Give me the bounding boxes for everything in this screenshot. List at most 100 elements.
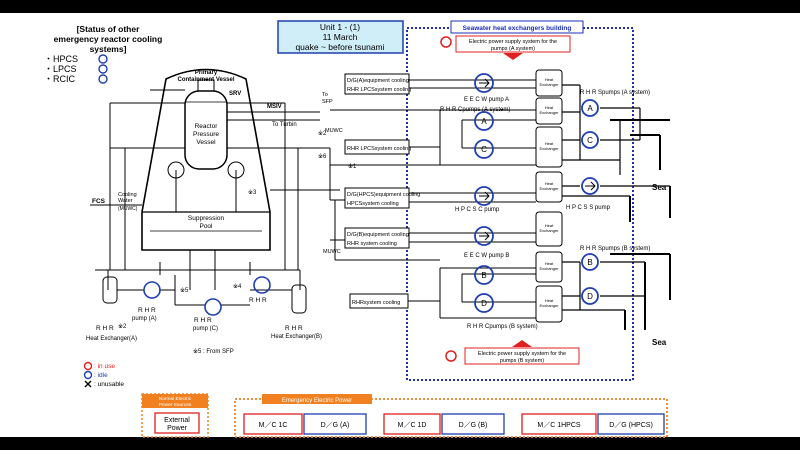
munc-label-top: MUWC	[325, 128, 343, 134]
eecw-a-label: E E C W pump A	[464, 97, 509, 103]
to-turbine-label: To Turbin	[272, 122, 297, 128]
hx-labels: Heat Exchanger Heat Exchanger Heat Excha…	[539, 77, 559, 308]
hpcss-label: H P C S S pump	[566, 205, 611, 211]
dg-hpcs-line2: HPCSsystem cooling	[347, 201, 399, 207]
rhrs-d-idle-icon	[581, 287, 599, 305]
rhrs-a-label: R H R Spumps (A system)	[580, 90, 650, 96]
status-lpcs: ・LPCS	[44, 64, 77, 74]
top-letterbox	[0, 0, 800, 13]
rhr-system-box: RHRsystem cooling	[352, 300, 400, 306]
note-2: ※2	[318, 130, 327, 137]
rhr-pump-a-idle-icon	[143, 281, 161, 299]
sea-label-bottom: Sea	[652, 338, 667, 347]
sea-pump-c-letter: C	[587, 136, 593, 145]
rpv-label-1: Reactor	[195, 123, 219, 130]
status-rcic: ・RCIC	[44, 74, 75, 84]
status-title-3: systems]	[90, 44, 127, 54]
hx3-l1: Heat	[545, 141, 554, 146]
msiv-label: MSIV	[267, 104, 282, 110]
legend-idle-icon	[83, 370, 93, 380]
rhr-hx-a-2: Heat Exchanger(A)	[86, 336, 137, 342]
supply-a-in-use-icon	[440, 36, 452, 48]
rcic-idle-icon	[98, 74, 108, 84]
heat-exchangers	[535, 69, 563, 323]
hx6-l2: Exchanger	[539, 266, 559, 271]
sp-label-2: Pool	[199, 223, 213, 230]
dg-a: D／G (A)	[321, 421, 350, 429]
note-4: ※4	[233, 283, 242, 290]
dg-a-line2: RHR LPCSsystem cooling	[347, 87, 411, 93]
bottom-letterbox	[0, 437, 800, 450]
note-1: ※1	[348, 163, 357, 170]
hpcsc-label: H P C S C pump	[455, 207, 500, 213]
supply-b-line1: Electric power supply system for the	[478, 351, 566, 357]
legend-in-use-icon	[83, 361, 93, 371]
seawater-building: Seawater heat exchangers building Electr…	[406, 20, 634, 381]
rhr-hx-b-2: Heat Exchanger(B)	[271, 334, 322, 340]
to-sfp-2: SFP	[322, 99, 333, 105]
pcv-label-1: Primary	[195, 70, 218, 76]
building-label: Seawater heat exchangers building	[463, 25, 572, 32]
eecw-a-idle-icon	[474, 73, 494, 93]
eecw-b-label: E E C W pump B	[464, 253, 509, 259]
hpcs-idle-icon	[98, 54, 108, 64]
hx5-l1: Heat	[545, 223, 554, 228]
eecw-b-arrow-icon	[479, 231, 490, 241]
to-sfp-1: To	[322, 92, 328, 98]
hx4-l1: Heat	[545, 181, 554, 186]
eecw-a-arrow-icon	[479, 78, 490, 88]
hx7-l1: Heat	[545, 298, 554, 303]
title-unit: Unit 1 - (1)	[320, 22, 360, 32]
legend-unusable-icon	[84, 380, 92, 388]
legend-idle: : idle	[94, 372, 108, 379]
external-power-1: External	[164, 417, 190, 424]
note-6: ※6	[318, 153, 327, 160]
rhr-left	[102, 275, 307, 314]
sea-pump-a-letter: A	[587, 104, 593, 113]
rhr-hx-a-note: ※2	[118, 323, 127, 330]
normal-power-2: Power Sources	[159, 402, 192, 408]
status-hpcs: ・HPCS	[44, 54, 78, 64]
rhrc-b-idle-icon	[474, 265, 494, 285]
status-panel: [Status of other emergency reactor cooli…	[44, 24, 162, 84]
hpcsc-arrow-icon	[479, 191, 490, 201]
rhrc-d-idle-icon	[474, 293, 494, 313]
dg-a-line1: D/G(A)equipment cooling	[347, 78, 409, 84]
rhrs-b-idle-icon	[581, 253, 599, 271]
rhrs-c-idle-icon	[581, 131, 599, 149]
pump-d-letter: D	[481, 299, 487, 308]
rhr-pump-a-1: R H R	[138, 307, 156, 314]
rhr-lpcs-box: RHR LPCSsystem cooling	[347, 146, 411, 152]
cooling-water-2: Water	[118, 198, 133, 204]
dg-hpcs-line1: D/G(HPCS)equipment cooling	[347, 192, 420, 198]
seawater-piping	[562, 84, 671, 330]
rpv-label-2: Pressure	[193, 131, 219, 138]
rhr-pump-c-idle-icon	[204, 298, 222, 316]
dg-hpcs: D／G (HPCS)	[609, 421, 653, 429]
hpcss-idle-icon	[581, 177, 599, 195]
status-title-2: emergency reactor cooling	[54, 34, 163, 44]
sea-pump-b-letter: B	[587, 258, 592, 267]
rpv-label-3: Vessel	[196, 139, 216, 146]
rhrs-b-label: R H R Spumps (B system)	[580, 246, 650, 252]
sea-pump-d-letter: D	[587, 292, 593, 301]
hx5-l2: Exchanger	[539, 228, 559, 233]
dg-b-line2: RHR system cooling	[347, 241, 397, 247]
dg-b: D／G (B)	[459, 421, 488, 429]
pump-c-letter: C	[481, 145, 487, 154]
title-box: Unit 1 - (1) 11 March quake ~ before tsu…	[277, 20, 404, 54]
cooling-water-1: Cooling	[118, 192, 137, 198]
mc-1c: M／C 1C	[259, 421, 288, 429]
hx1-l2: Exchanger	[539, 82, 559, 87]
legend-unusable: : unusable	[94, 381, 124, 388]
supply-b-in-use-icon	[445, 350, 457, 362]
rhrc-c-idle-icon	[474, 139, 494, 159]
hx7-l2: Exchanger	[539, 303, 559, 308]
rhr-pump-left-1: R H R	[249, 297, 267, 304]
rhr-pump-c-2: pump (C)	[193, 326, 218, 332]
supply-b-line2: pumps (B system)	[500, 358, 544, 364]
hpcsc-idle-icon	[474, 186, 494, 206]
hx4-l2: Exchanger	[539, 186, 559, 191]
